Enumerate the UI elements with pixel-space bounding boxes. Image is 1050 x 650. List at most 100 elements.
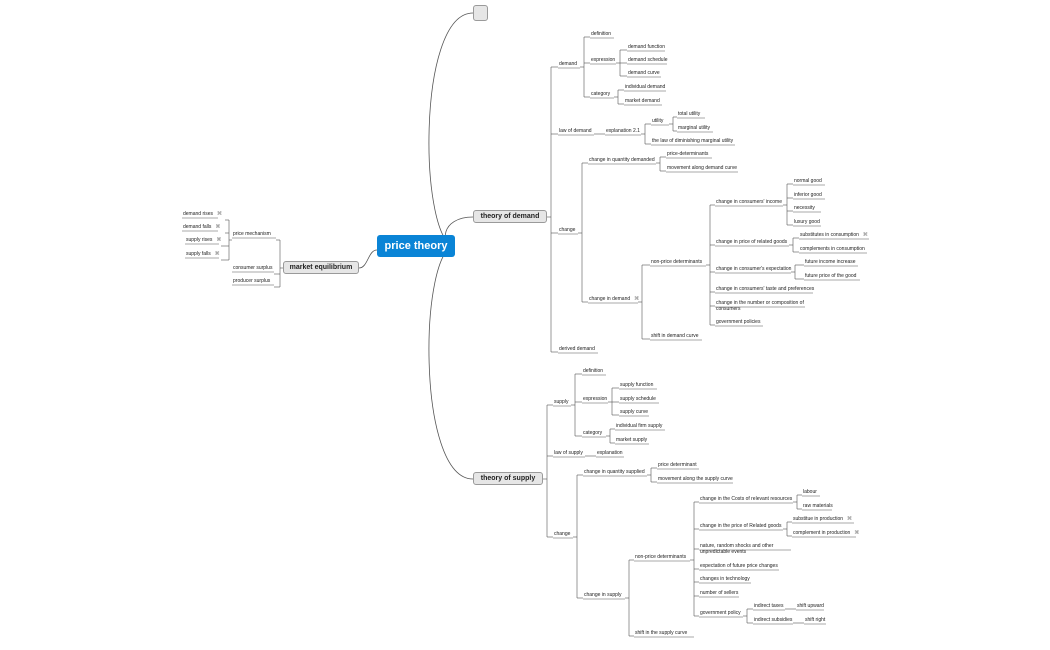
- node-supply-price-det[interactable]: price determinant: [657, 462, 698, 469]
- note-icon[interactable]: ⌘: [847, 516, 853, 522]
- node-supply-law[interactable]: law of supply: [553, 450, 584, 457]
- node-supply-supply-curve[interactable]: supply curve: [619, 409, 649, 416]
- node-demand-demand-curve[interactable]: demand curve: [627, 70, 661, 77]
- node-supply-related[interactable]: change in the price of Related goods: [699, 523, 782, 530]
- node-demand-luxury-good[interactable]: luxury good: [793, 219, 821, 226]
- node-demand-future-income[interactable]: future income increase: [804, 259, 857, 266]
- node-demand-derived[interactable]: derived demand: [558, 346, 596, 353]
- node-demand-market-demand[interactable]: market demand: [624, 98, 661, 105]
- node-supply-change[interactable]: change: [553, 531, 571, 538]
- node-demand-expectation[interactable]: change in consumer's expectation: [715, 266, 792, 273]
- node-demand-change[interactable]: change: [558, 227, 576, 234]
- node-supply-raw[interactable]: raw materials: [802, 503, 834, 510]
- node-supply-supply[interactable]: supply: [553, 399, 569, 406]
- node-demand-movement[interactable]: movement along demand curve: [666, 165, 738, 172]
- node-label: market supply: [616, 437, 648, 443]
- node-equilibrium-producer[interactable]: producer surplus: [232, 278, 271, 285]
- topic-market-equilibrium[interactable]: market equilibrium: [283, 261, 359, 274]
- node-demand-diminishing[interactable]: the law of diminishing marginal utility: [651, 138, 734, 145]
- node-equilibrium-consumer[interactable]: consumer surplus: [232, 265, 273, 272]
- node-supply-complement[interactable]: complement in production⌘: [792, 530, 860, 537]
- node-demand-non-price[interactable]: non-price determinants: [650, 259, 703, 266]
- node-label: change in quantity supplied: [584, 469, 645, 475]
- root-topic[interactable]: price theory: [377, 235, 455, 257]
- node-demand-demand-function[interactable]: demand function: [627, 44, 666, 51]
- empty-topic[interactable]: [473, 5, 488, 21]
- node-supply-sellers[interactable]: number of sellers: [699, 590, 739, 597]
- node-supply-technology[interactable]: changes in technology: [699, 576, 751, 583]
- node-supply-expectation[interactable]: expectation of future price changes: [699, 563, 779, 570]
- node-demand-necessity[interactable]: necessity: [793, 205, 816, 212]
- node-demand-shift[interactable]: shift in demand curve: [650, 333, 700, 340]
- node-equilibrium-demand-falls[interactable]: demand falls⌘: [182, 224, 221, 231]
- note-icon[interactable]: ⌘: [216, 237, 222, 243]
- node-supply-costs[interactable]: change in the Costs of relevant resource…: [699, 496, 793, 503]
- node-demand-explanation[interactable]: explanation 2.1: [605, 128, 641, 135]
- note-icon[interactable]: ⌘: [217, 211, 223, 217]
- node-demand-law-of-demand[interactable]: law of demand: [558, 128, 593, 135]
- node-equilibrium-demand-rises[interactable]: demand rises⌘: [182, 211, 223, 218]
- node-supply-nature[interactable]: nature, random shocks and other unpredic…: [699, 543, 791, 556]
- topic-theory-of-demand[interactable]: theory of demand: [473, 210, 547, 223]
- note-icon[interactable]: ⌘: [854, 530, 860, 536]
- node-demand-category[interactable]: category: [590, 91, 611, 98]
- note-icon[interactable]: ⌘: [634, 296, 640, 302]
- note-icon[interactable]: ⌘: [862, 232, 868, 238]
- node-demand-complements[interactable]: complements in consumption: [799, 246, 866, 253]
- node-equilibrium-mechanism[interactable]: price mechanism: [232, 231, 272, 238]
- node-demand-change-qd[interactable]: change in quantity demanded: [588, 157, 656, 164]
- node-demand-income[interactable]: change in consumers' income: [715, 199, 783, 206]
- node-demand-total-utility[interactable]: total utility: [677, 111, 701, 118]
- node-demand-marginal-utility[interactable]: marginal utility: [677, 125, 711, 132]
- node-supply-change-in-supply[interactable]: change in supply: [583, 592, 623, 599]
- node-demand-demand-schedule[interactable]: demand schedule: [627, 57, 668, 64]
- node-label: demand function: [628, 44, 665, 50]
- node-supply-right[interactable]: shift right: [804, 617, 826, 624]
- node-demand-number[interactable]: change in the number or composition of c…: [715, 300, 807, 313]
- node-demand-change-in-demand[interactable]: change in demand⌘: [588, 296, 640, 303]
- node-demand-substitutes[interactable]: substitutes in consumption⌘: [799, 232, 869, 239]
- node-demand-taste[interactable]: change in consumers' taste and preferenc…: [715, 286, 815, 293]
- node-supply-non-price[interactable]: non-price determinants: [634, 554, 687, 561]
- node-supply-subsidies[interactable]: indirect subsidies: [753, 617, 793, 624]
- node-demand-utility[interactable]: utility: [651, 118, 664, 125]
- node-label: law of demand: [559, 128, 592, 134]
- note-icon[interactable]: ⌘: [215, 224, 221, 230]
- node-label: consumer surplus: [233, 265, 273, 271]
- node-supply-category[interactable]: category: [582, 430, 603, 437]
- node-label: explanation 2.1: [606, 128, 640, 134]
- node-supply-explanation[interactable]: explanation: [596, 450, 624, 457]
- node-supply-substitue[interactable]: substitue in production⌘: [792, 516, 853, 523]
- node-supply-taxes[interactable]: indirect taxes: [753, 603, 784, 610]
- node-supply-gov[interactable]: government policy: [699, 610, 742, 617]
- node-label: expectation of future price changes: [700, 563, 778, 569]
- node-supply-shift[interactable]: shift in the supply curve: [634, 630, 688, 637]
- node-demand-expression[interactable]: expression: [590, 57, 616, 64]
- node-supply-definition[interactable]: definition: [582, 368, 604, 375]
- node-label: definition: [583, 368, 604, 374]
- node-equilibrium-supply-falls[interactable]: supply falls⌘: [185, 251, 221, 258]
- node-supply-change-qs[interactable]: change in quantity supplied: [583, 469, 646, 476]
- node-demand-related-goods[interactable]: change in price of related goods: [715, 239, 788, 246]
- node-supply-movement[interactable]: movement along the supply curve: [657, 476, 734, 483]
- topic-theory-of-supply[interactable]: theory of supply: [473, 472, 543, 485]
- node-supply-supply-function[interactable]: supply function: [619, 382, 654, 389]
- node-demand-normal-good[interactable]: normal good: [793, 178, 823, 185]
- node-equilibrium-supply-rises[interactable]: supply rises⌘: [185, 237, 222, 244]
- node-demand-inferior-good[interactable]: inferior good: [793, 192, 823, 199]
- node-demand-government[interactable]: government policies: [715, 319, 761, 326]
- node-demand-demand[interactable]: demand: [558, 61, 578, 68]
- node-supply-individual[interactable]: individual firm supply: [615, 423, 663, 430]
- node-supply-expression[interactable]: expression: [582, 396, 608, 403]
- node-supply-labour[interactable]: labour: [802, 489, 818, 496]
- node-demand-definition[interactable]: definition: [590, 31, 612, 38]
- node-label: demand rises: [183, 211, 214, 217]
- note-icon[interactable]: ⌘: [214, 251, 220, 257]
- node-demand-price-determinants[interactable]: price-determinants: [666, 151, 709, 158]
- node-supply-upward[interactable]: shift upward: [796, 603, 825, 610]
- node-supply-supply-schedule[interactable]: supply schedule: [619, 396, 657, 403]
- node-demand-individual-demand[interactable]: individual demand: [624, 84, 666, 91]
- node-supply-market[interactable]: market supply: [615, 437, 648, 444]
- node-demand-future-price[interactable]: future price of the good: [804, 273, 857, 280]
